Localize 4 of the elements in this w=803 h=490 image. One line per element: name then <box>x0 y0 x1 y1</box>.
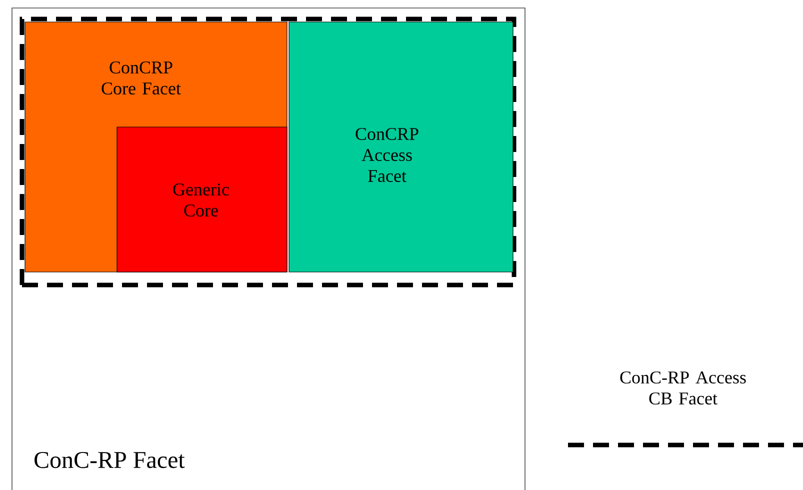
facet-box: ConCRP Access Facet <box>288 22 514 272</box>
dashed-region <box>20 16 516 288</box>
legend-text: ConC-RP Access CB Facet <box>620 371 746 405</box>
facet-box: Generic Core <box>116 126 288 272</box>
